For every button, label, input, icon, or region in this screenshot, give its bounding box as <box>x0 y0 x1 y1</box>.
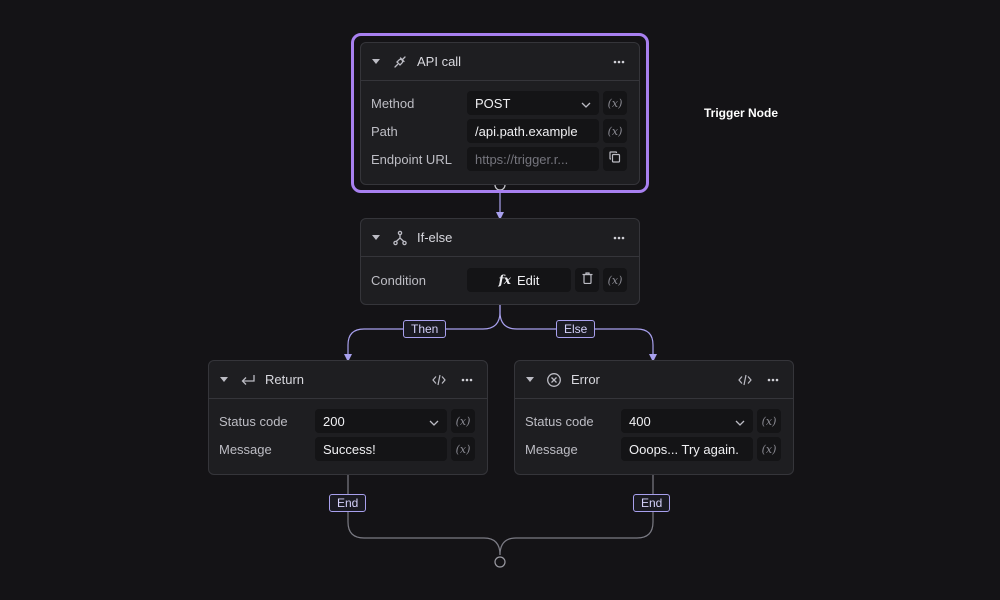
code-icon[interactable] <box>429 372 449 388</box>
trash-icon <box>582 271 593 289</box>
message-label: Message <box>219 441 272 457</box>
more-options-icon[interactable] <box>609 54 629 70</box>
path-row: Path /api.path.example (x) <box>371 119 629 143</box>
edge-return-end <box>347 475 501 556</box>
node-title: API call <box>417 54 462 69</box>
variable-icon: (x) <box>455 442 471 456</box>
edge-error-end <box>499 475 654 556</box>
branch-icon <box>391 229 409 247</box>
more-options-icon[interactable] <box>457 372 477 388</box>
more-options-icon[interactable] <box>763 372 783 388</box>
node-body: Method POST (x) Path /api.path.example (… <box>361 81 639 171</box>
variable-icon: (x) <box>607 96 623 110</box>
variable-icon: (x) <box>607 124 623 138</box>
message-row: Message Success! (x) <box>219 437 477 461</box>
message-value: Ooops... Try again. <box>629 441 739 457</box>
endpoint-url-field[interactable]: https://trigger.r... <box>467 147 599 171</box>
variable-button[interactable]: (x) <box>603 91 627 115</box>
message-value: Success! <box>323 441 376 457</box>
status-code-row: Status code 200 (x) <box>219 409 477 433</box>
node-body: Status code 400 (x) Message Ooops... Try… <box>515 399 793 461</box>
path-value: /api.path.example <box>475 123 578 139</box>
node-header: If-else <box>361 219 639 257</box>
message-input[interactable]: Ooops... Try again. <box>621 437 753 461</box>
then-edge-label[interactable]: Then <box>403 320 447 338</box>
error-node[interactable]: Error Status code 400 (x) Message Ooops.… <box>514 360 794 475</box>
message-label: Message <box>525 441 578 457</box>
method-select[interactable]: POST <box>467 91 599 115</box>
selected-node-outline <box>351 33 649 193</box>
variable-icon: (x) <box>761 414 777 428</box>
endpoint-url-row: Endpoint URL https://trigger.r... <box>371 147 629 171</box>
return-arrow-icon <box>239 371 257 389</box>
node-title: Return <box>265 372 305 387</box>
edit-label: Edit <box>516 272 540 288</box>
end-merge-port <box>494 556 506 568</box>
collapse-caret-icon[interactable] <box>523 373 537 387</box>
variable-icon: (x) <box>607 273 623 287</box>
variable-button[interactable]: (x) <box>603 268 627 292</box>
status-code-select[interactable]: 200 <box>315 409 447 433</box>
status-code-value: 400 <box>629 413 651 429</box>
node-header: API call <box>361 43 639 81</box>
condition-row: Condition fx Edit (x) <box>371 268 629 292</box>
variable-icon: (x) <box>455 414 471 428</box>
variable-button[interactable]: (x) <box>603 119 627 143</box>
endpoint-url-placeholder: https://trigger.r... <box>475 151 569 167</box>
chevron-down-icon <box>735 414 745 429</box>
variable-icon: (x) <box>761 442 777 456</box>
copy-icon <box>609 150 621 168</box>
collapse-caret-icon[interactable] <box>369 55 383 69</box>
node-title: If-else <box>417 230 453 245</box>
method-value: POST <box>475 95 511 111</box>
node-header: Return <box>209 361 487 399</box>
collapse-caret-icon[interactable] <box>369 231 383 245</box>
end-label-left[interactable]: End <box>329 494 367 512</box>
message-row: Message Ooops... Try again. (x) <box>525 437 783 461</box>
code-icon[interactable] <box>735 372 755 388</box>
variable-button[interactable]: (x) <box>451 437 475 461</box>
method-label: Method <box>371 95 415 111</box>
path-label: Path <box>371 123 398 139</box>
x-circle-icon <box>545 371 563 389</box>
more-options-icon[interactable] <box>609 230 629 246</box>
path-input[interactable]: /api.path.example <box>467 119 599 143</box>
variable-button[interactable]: (x) <box>757 437 781 461</box>
collapse-caret-icon[interactable] <box>217 373 231 387</box>
trigger-node-label: Trigger Node <box>704 106 779 120</box>
message-input[interactable]: Success! <box>315 437 447 461</box>
chevron-down-icon <box>429 414 439 429</box>
chevron-down-icon <box>581 96 591 111</box>
status-code-label: Status code <box>525 413 594 429</box>
variable-button[interactable]: (x) <box>451 409 475 433</box>
if-else-node[interactable]: If-else Condition fx Edit (x) <box>360 218 640 305</box>
plug-icon <box>391 53 409 71</box>
node-header: Error <box>515 361 793 399</box>
node-body: Status code 200 (x) Message Success! (x) <box>209 399 487 461</box>
else-edge-label[interactable]: Else <box>556 320 596 338</box>
node-body: Condition fx Edit (x) <box>361 257 639 292</box>
status-code-label: Status code <box>219 413 288 429</box>
copy-button[interactable] <box>603 147 627 171</box>
delete-button[interactable] <box>575 268 599 292</box>
method-row: Method POST (x) <box>371 91 629 115</box>
status-code-value: 200 <box>323 413 345 429</box>
node-title: Error <box>571 372 600 387</box>
condition-label: Condition <box>371 272 426 288</box>
api-call-node[interactable]: API call Method POST (x) Path /api.path.… <box>360 42 640 185</box>
return-node[interactable]: Return Status code 200 (x) Message Succe… <box>208 360 488 475</box>
end-label-right[interactable]: End <box>633 494 671 512</box>
function-icon: fx <box>498 273 511 287</box>
status-code-select[interactable]: 400 <box>621 409 753 433</box>
status-code-row: Status code 400 (x) <box>525 409 783 433</box>
variable-button[interactable]: (x) <box>757 409 781 433</box>
edit-condition-button[interactable]: fx Edit <box>467 268 571 292</box>
endpoint-url-label: Endpoint URL <box>371 151 452 167</box>
